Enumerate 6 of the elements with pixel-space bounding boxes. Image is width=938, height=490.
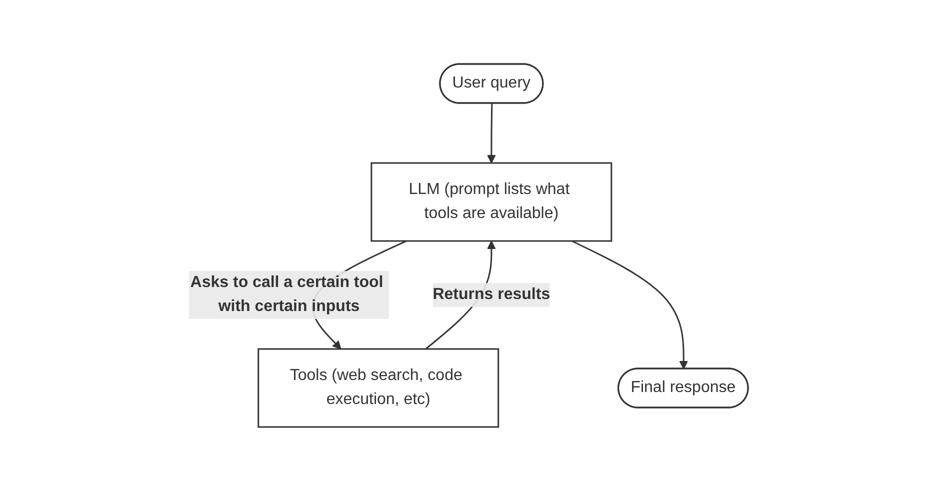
node-box: LLM (prompt lists what tools are available) [371, 162, 613, 242]
arrow [488, 102, 496, 163]
edge-label: Returns results [433, 285, 551, 302]
node-box: Tools (web search, code execution, etc) [258, 348, 500, 428]
arrow [572, 240, 688, 369]
edge-label: Asks to call a certain tool with certain inputs [190, 273, 384, 314]
